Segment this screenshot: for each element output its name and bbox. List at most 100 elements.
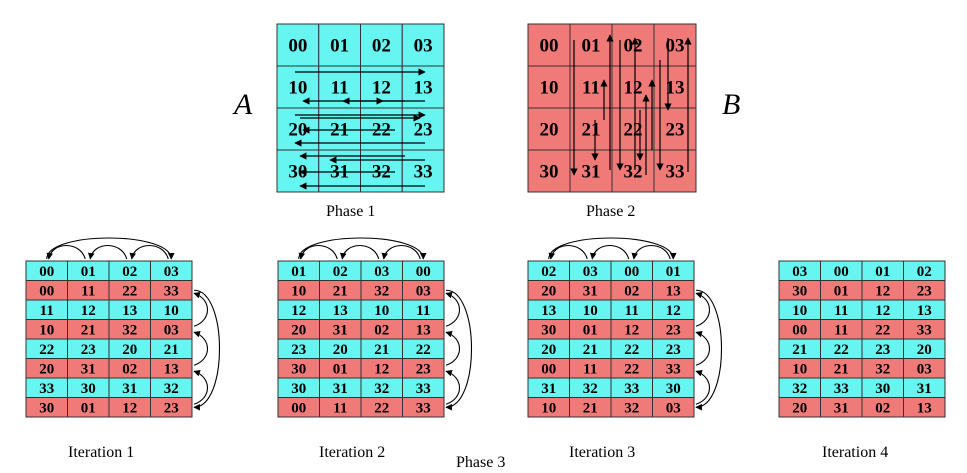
iteration-cell-text: 02: [333, 264, 348, 280]
iteration-cell-text: 33: [666, 361, 681, 377]
iteration-cell-text: 33: [39, 381, 54, 397]
iteration-cell-text: 00: [792, 322, 807, 338]
iteration-cell-text: 13: [541, 303, 556, 319]
iteration-cell-text: 22: [39, 342, 54, 358]
iteration-cell-text: 31: [81, 361, 96, 377]
iteration-cell-text: 22: [624, 342, 639, 358]
iteration-cell-text: 22: [122, 283, 137, 299]
phase2-label: Phase 2: [586, 203, 636, 220]
phase2-cell: [569, 65, 613, 109]
iteration-cell-text: 30: [291, 381, 306, 397]
iteration-cell-text: 01: [333, 361, 348, 377]
phase1-cell: [318, 23, 361, 67]
phase1-label: Phase 1: [326, 203, 376, 220]
iteration-cell-text: 31: [122, 381, 137, 397]
phase1-cell-text: 10: [288, 78, 307, 99]
iteration-cell-text: 23: [291, 342, 306, 358]
iteration-cell-text: 11: [583, 361, 597, 377]
iteration-cell: [652, 397, 695, 418]
iteration-cell-text: 01: [834, 283, 849, 299]
iteration-cell-text: 23: [875, 342, 890, 358]
phase2-cell-text: 01: [582, 36, 601, 57]
iteration-cell-text: 10: [39, 322, 54, 338]
column-shift-arrow: [381, 245, 421, 260]
iteration-cell-text: 32: [164, 381, 179, 397]
column-shift-arrow: [631, 245, 671, 260]
iteration-cell-text: 13: [333, 303, 348, 319]
iteration-cell-text: 03: [164, 322, 179, 338]
iteration-cell: [402, 397, 445, 418]
iteration-cell-text: 02: [624, 283, 639, 299]
phase2-cell-text: 13: [666, 78, 685, 99]
iteration-cell-text: 32: [875, 361, 890, 377]
row-wrap-arrow: [193, 289, 221, 411]
iteration-cell-text: 12: [875, 303, 890, 319]
phase1-cell: [276, 23, 320, 67]
iteration-cell-text: 23: [416, 361, 431, 377]
phase2-cell-text: 23: [666, 120, 685, 141]
column-wrap-arrow: [298, 237, 427, 260]
phase2-cell-text: 33: [666, 162, 685, 183]
iteration-cell-text: 12: [122, 400, 137, 416]
iteration-cell-text: 21: [583, 342, 598, 358]
iteration-cell-text: 32: [374, 283, 389, 299]
iteration-cell-text: 20: [333, 342, 348, 358]
phase2-cell-text: 12: [624, 78, 643, 99]
phase2-cell: [653, 107, 697, 151]
row-shift-arrow: [193, 331, 209, 366]
column-wrap-arrow: [548, 237, 677, 260]
iteration-cell-text: 21: [834, 361, 849, 377]
iteration-cell-text: 13: [917, 303, 932, 319]
iteration-cell-text: 31: [541, 381, 556, 397]
phase2-cell-text: 02: [624, 36, 643, 57]
iteration-cell-text: 23: [81, 342, 96, 358]
iteration-cell-text: 11: [40, 303, 54, 319]
iteration-cell-text: 20: [122, 342, 137, 358]
column-shift-arrow: [298, 245, 338, 260]
iteration-cell-text: 30: [39, 400, 54, 416]
phase1-cell: [276, 149, 320, 193]
iteration-cell-text: 02: [122, 361, 137, 377]
phase1-cell-text: 13: [414, 78, 433, 99]
iteration-cell-text: 30: [666, 381, 681, 397]
iteration-cell-text: 03: [164, 264, 179, 280]
iteration-cell-text: 33: [834, 381, 849, 397]
iteration-cell: [903, 397, 946, 418]
column-shift-arrow: [339, 245, 380, 260]
iteration-cell-text: 21: [81, 322, 96, 338]
iteration-cell-text: 30: [81, 381, 96, 397]
phase2-cell: [569, 23, 613, 67]
iteration-cell-text: 02: [541, 264, 556, 280]
iteration-cell-text: 10: [792, 361, 807, 377]
iteration-cell-text: 13: [917, 400, 932, 416]
iteration-cell-text: 32: [624, 400, 639, 416]
phase2-cell-text: 21: [582, 120, 601, 141]
iteration-cell-text: 12: [81, 303, 96, 319]
iteration-cell-text: 10: [583, 303, 598, 319]
iteration-cell-text: 01: [291, 264, 306, 280]
iteration-cell-text: 33: [624, 381, 639, 397]
phase2-cell: [653, 65, 697, 109]
iteration-cell-text: 03: [792, 264, 807, 280]
phase1-cell-text: 23: [414, 120, 433, 141]
iteration-cell-text: 11: [834, 303, 848, 319]
iteration-cell-text: 10: [291, 283, 306, 299]
iteration-cell-text: 11: [625, 303, 639, 319]
phase2-cell-text: 10: [540, 78, 559, 99]
phase1-cell-text: 00: [288, 36, 307, 57]
iteration-cell-text: 00: [834, 264, 849, 280]
row-shift-arrow: [193, 370, 209, 405]
iteration-cell-text: 22: [624, 361, 639, 377]
phase1-cell: [401, 23, 445, 67]
iteration-cell-text: 01: [875, 264, 890, 280]
iteration-cell-text: 22: [875, 322, 890, 338]
iteration-cell-text: 11: [333, 400, 347, 416]
iteration-cell-text: 33: [416, 381, 431, 397]
iteration-cell-text: 11: [834, 322, 848, 338]
iteration2-label: Iteration 2: [319, 444, 386, 461]
phase2-cell: [527, 149, 571, 193]
iteration-cell-text: 03: [583, 264, 598, 280]
iteration-cell-text: 20: [39, 361, 54, 377]
iteration-cell-text: 00: [541, 361, 556, 377]
row-shift-arrow: [193, 292, 209, 327]
